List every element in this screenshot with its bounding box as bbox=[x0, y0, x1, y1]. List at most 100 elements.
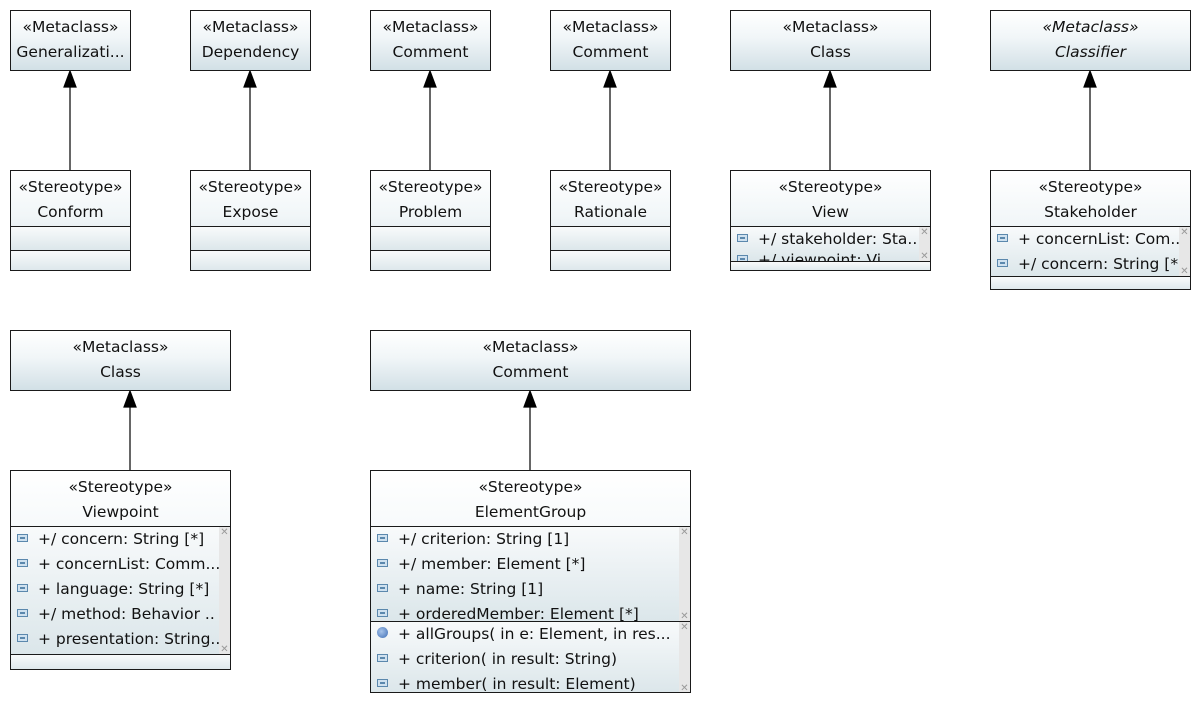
attribute-compartment bbox=[371, 226, 490, 251]
stereotype-conform[interactable]: «Stereotype» Conform bbox=[10, 170, 131, 271]
stereotype-label: «Metaclass» bbox=[562, 18, 659, 36]
stereotype-label: «Metaclass» bbox=[1042, 18, 1139, 36]
property-icon bbox=[377, 678, 388, 687]
attribute-row[interactable]: +/ member: Element [*] bbox=[371, 552, 690, 577]
compartment-scrollbar[interactable]: ✕✕ bbox=[219, 527, 230, 655]
property-icon bbox=[17, 558, 28, 567]
property-icon bbox=[377, 653, 388, 662]
attribute-compartment bbox=[551, 226, 670, 251]
stereotype-label: «Metaclass» bbox=[22, 18, 119, 36]
operation-row[interactable]: + allGroups( in e: Element, in res... bbox=[371, 622, 690, 647]
class-name: Stakeholder bbox=[1044, 203, 1137, 221]
attribute-row[interactable]: +/ viewpoint: Vi... bbox=[731, 248, 930, 262]
stereotype-viewpoint[interactable]: «Stereotype» Viewpoint +/ concern: String… bbox=[10, 470, 231, 670]
class-name: Conform bbox=[37, 203, 104, 221]
class-name: Problem bbox=[398, 203, 463, 221]
operation-compartment bbox=[551, 250, 670, 270]
property-icon bbox=[377, 533, 388, 542]
stereotype-rationale[interactable]: «Stereotype» Rationale bbox=[550, 170, 671, 271]
attribute-compartment[interactable]: +/ criterion: String [1] +/ member: Elem… bbox=[371, 526, 690, 622]
stereotype-elementgroup[interactable]: «Stereotype» ElementGroup +/ criterion: S… bbox=[370, 470, 691, 693]
metaclass-generalization[interactable]: «Metaclass» Generalizati... bbox=[10, 10, 131, 71]
stereotype-problem[interactable]: «Stereotype» Problem bbox=[370, 170, 491, 271]
operation-compartment bbox=[371, 250, 490, 270]
metaclass-class[interactable]: «Metaclass» Class bbox=[730, 10, 931, 71]
metaclass-comment[interactable]: «Metaclass» Comment bbox=[550, 10, 671, 71]
attribute-compartment bbox=[11, 226, 130, 251]
property-icon bbox=[737, 233, 748, 242]
attribute-compartment[interactable]: + concernList: Com.. +/ concern: String … bbox=[991, 226, 1190, 277]
class-name: Class bbox=[810, 43, 851, 61]
class-name: Generalizati... bbox=[16, 43, 125, 61]
property-icon bbox=[377, 583, 388, 592]
stereotype-label: «Stereotype» bbox=[68, 478, 173, 496]
property-icon bbox=[997, 258, 1008, 267]
property-icon bbox=[377, 608, 388, 617]
operation-compartment bbox=[991, 276, 1190, 289]
class-name: Viewpoint bbox=[82, 503, 159, 521]
attribute-row[interactable]: +/ stakeholder: Sta.. bbox=[731, 227, 930, 252]
class-name: Rationale bbox=[574, 203, 647, 221]
stereotype-expose[interactable]: «Stereotype» Expose bbox=[190, 170, 311, 271]
operation-row[interactable]: + criterion( in result: String) bbox=[371, 647, 690, 672]
attribute-compartment[interactable]: +/ stakeholder: Sta.. +/ viewpoint: Vi..… bbox=[731, 226, 930, 262]
class-name: View bbox=[812, 203, 849, 221]
class-name: Comment bbox=[392, 43, 469, 61]
attribute-row[interactable]: +/ method: Behavior .. bbox=[11, 602, 230, 627]
class-name: Expose bbox=[222, 203, 279, 221]
stereotype-label: «Stereotype» bbox=[558, 178, 663, 196]
stereotype-label: «Stereotype» bbox=[198, 178, 303, 196]
metaclass-dependency[interactable]: «Metaclass» Dependency bbox=[190, 10, 311, 71]
compartment-scrollbar[interactable]: ✕✕ bbox=[919, 227, 930, 262]
stereotype-label: «Stereotype» bbox=[778, 178, 883, 196]
stereotype-label: «Stereotype» bbox=[378, 178, 483, 196]
class-name: Classifier bbox=[1054, 43, 1126, 61]
attribute-row[interactable]: + language: String [*] bbox=[11, 577, 230, 602]
attribute-compartment[interactable]: +/ concern: String [*] + concernList: Co… bbox=[11, 526, 230, 655]
attribute-row[interactable]: + name: String [1] bbox=[371, 577, 690, 602]
property-icon bbox=[17, 633, 28, 642]
stereotype-label: «Metaclass» bbox=[202, 18, 299, 36]
operation-row[interactable]: + member( in result: Element) bbox=[371, 672, 690, 692]
stereotype-label: «Stereotype» bbox=[1038, 178, 1143, 196]
attribute-row[interactable]: + concernList: Comm... bbox=[11, 552, 230, 577]
attribute-row[interactable]: + orderedMember: Element [*] bbox=[371, 602, 690, 622]
class-name: Comment bbox=[572, 43, 649, 61]
metaclass-comment[interactable]: «Metaclass» Comment bbox=[370, 10, 491, 71]
stereotype-label: «Metaclass» bbox=[72, 338, 169, 356]
property-icon bbox=[17, 608, 28, 617]
attribute-row[interactable]: +/ concern: String [*] bbox=[11, 527, 230, 552]
stereotype-label: «Metaclass» bbox=[782, 18, 879, 36]
metaclass-classifier[interactable]: «Metaclass» Classifier bbox=[990, 10, 1191, 71]
operation-compartment bbox=[731, 261, 930, 270]
attribute-row[interactable]: +/ concern: String [* bbox=[991, 252, 1190, 277]
stereotype-label: «Stereotype» bbox=[478, 478, 583, 496]
operation-compartment bbox=[191, 250, 310, 270]
metaclass-class[interactable]: «Metaclass» Class bbox=[10, 330, 231, 391]
class-name: Class bbox=[100, 363, 141, 381]
attribute-row[interactable]: +/ criterion: String [1] bbox=[371, 527, 690, 552]
property-icon bbox=[17, 533, 28, 542]
class-name: ElementGroup bbox=[474, 503, 587, 521]
stereotype-stakeholder[interactable]: «Stereotype» Stakeholder + concernList: C… bbox=[990, 170, 1191, 290]
stereotype-label: «Metaclass» bbox=[382, 18, 479, 36]
stereotype-label: «Stereotype» bbox=[18, 178, 123, 196]
class-name: Comment bbox=[492, 363, 569, 381]
compartment-scrollbar[interactable]: ✕✕ bbox=[1179, 227, 1190, 277]
property-icon bbox=[17, 583, 28, 592]
class-name: Dependency bbox=[201, 43, 300, 61]
attribute-row[interactable]: + presentation: String.. bbox=[11, 627, 230, 652]
operation-icon bbox=[377, 627, 388, 638]
metaclass-comment[interactable]: «Metaclass»Comment bbox=[370, 330, 691, 391]
compartment-scrollbar[interactable]: ✕✕ bbox=[679, 622, 690, 693]
property-icon bbox=[997, 233, 1008, 242]
operation-compartment bbox=[11, 250, 130, 270]
attribute-compartment bbox=[191, 226, 310, 251]
attribute-row[interactable]: + concernList: Com.. bbox=[991, 227, 1190, 252]
stereotype-view[interactable]: «Stereotype» View +/ stakeholder: Sta.. +… bbox=[730, 170, 931, 271]
operation-compartment bbox=[11, 654, 230, 669]
property-icon bbox=[377, 558, 388, 567]
operation-compartment[interactable]: + allGroups( in e: Element, in res... + … bbox=[371, 621, 690, 693]
compartment-scrollbar[interactable]: ✕✕ bbox=[679, 527, 690, 622]
